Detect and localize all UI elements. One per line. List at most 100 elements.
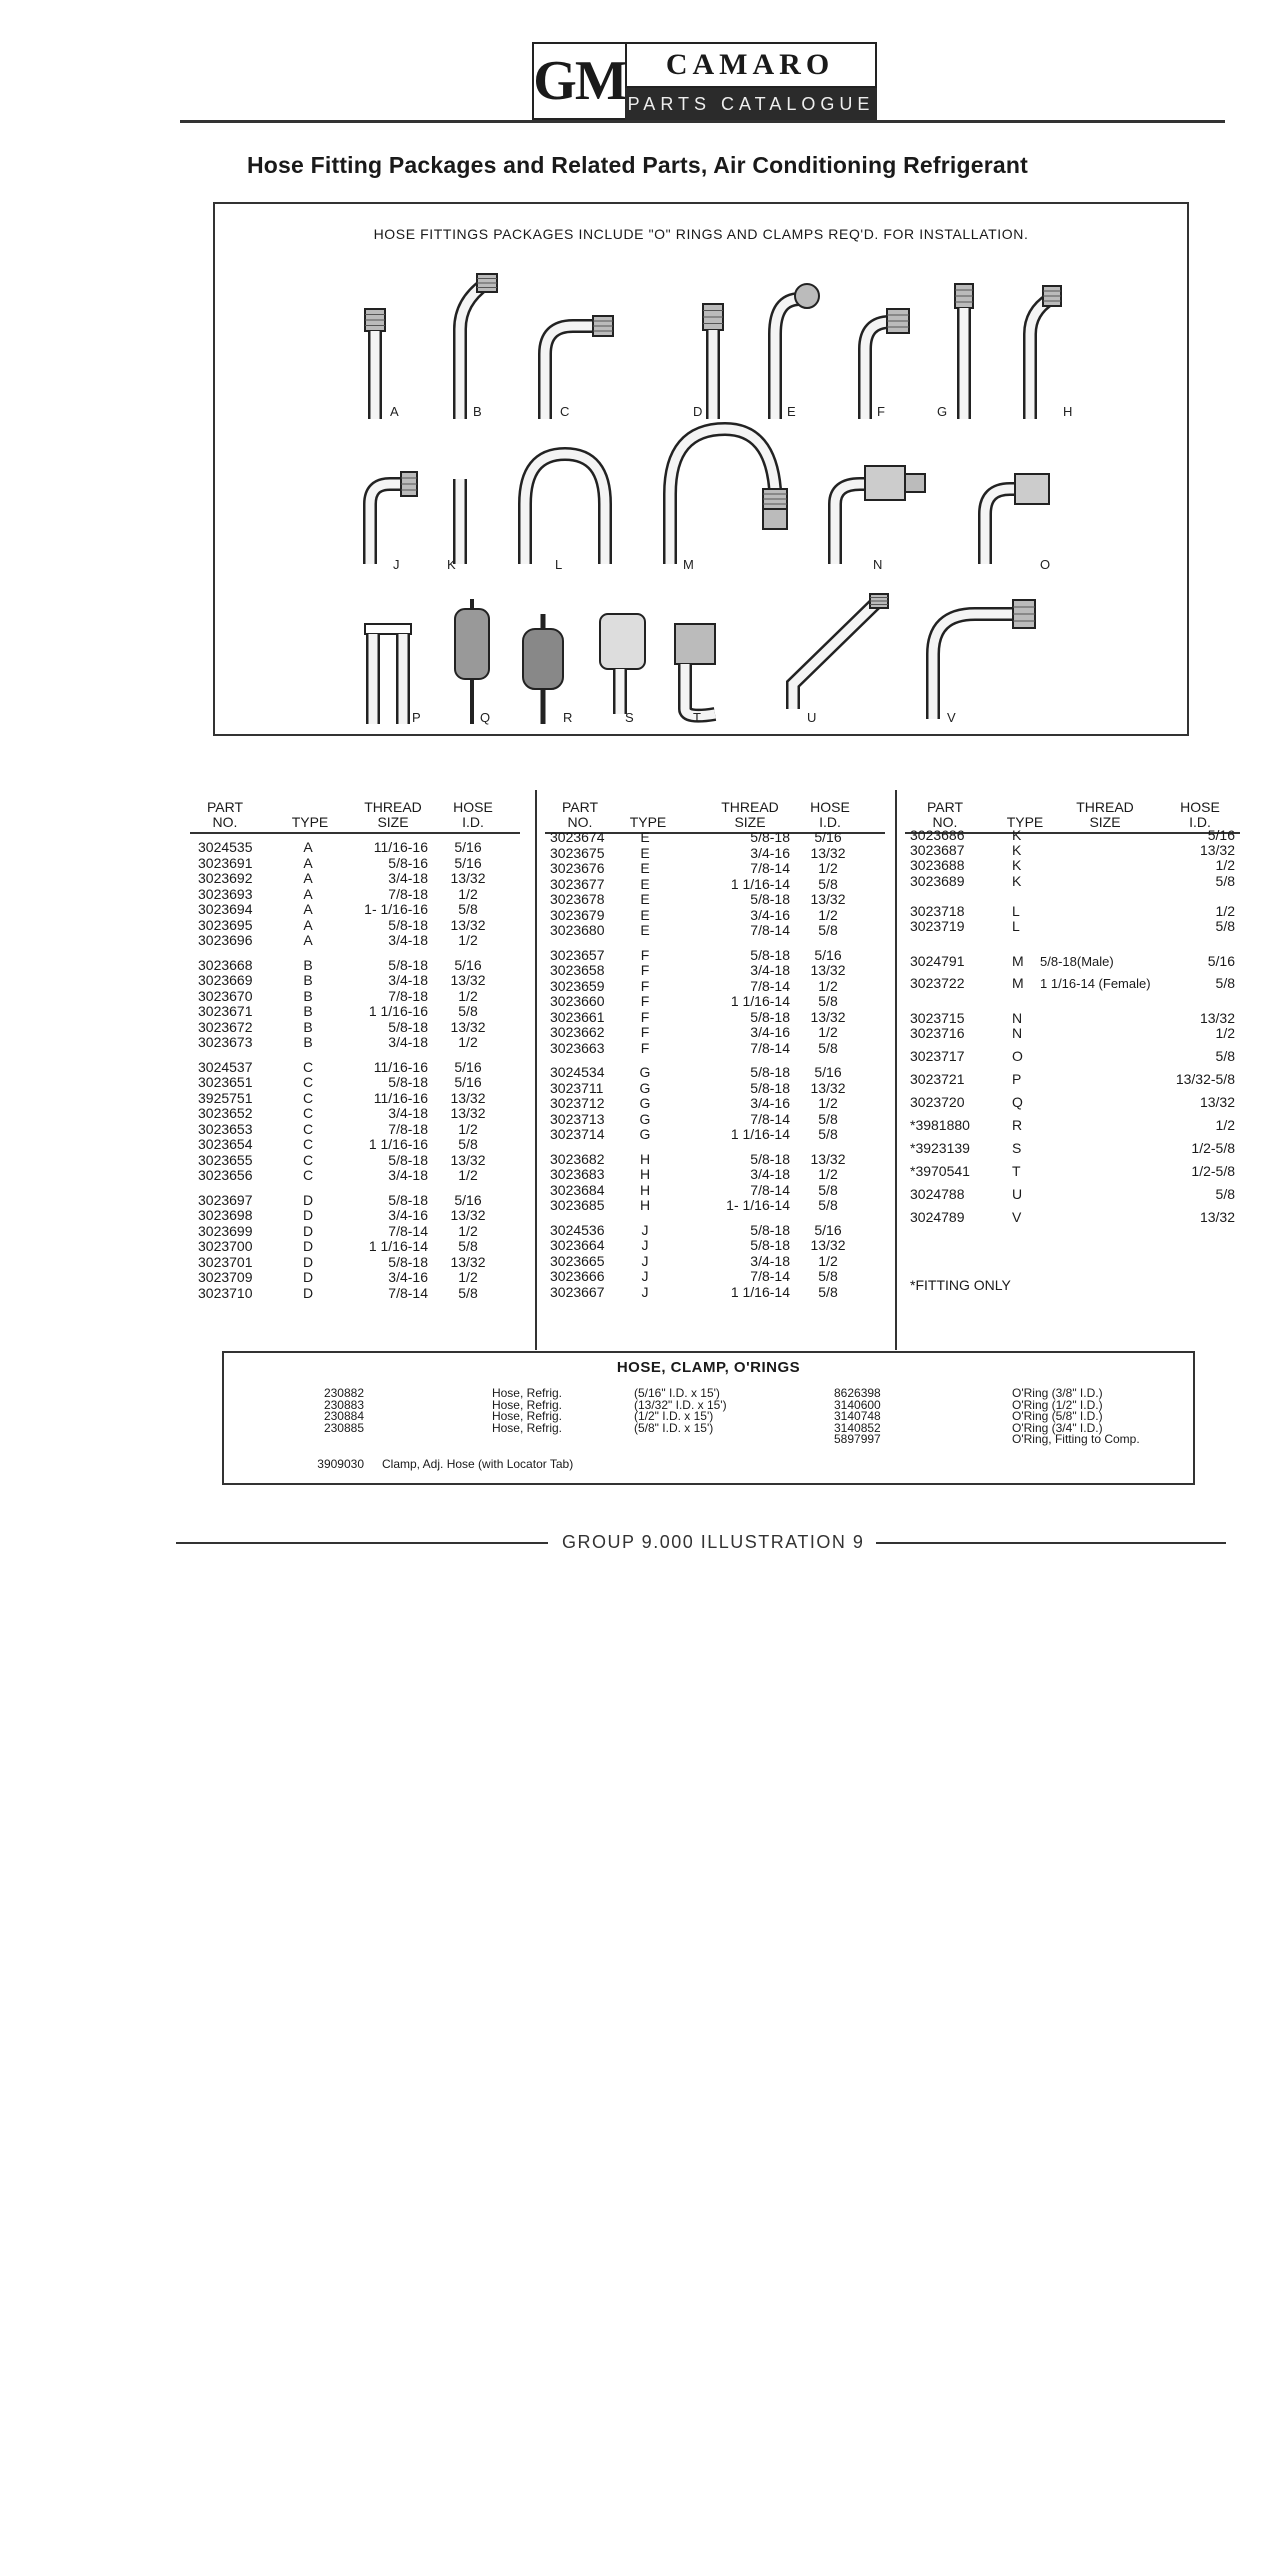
header-rule <box>905 832 1240 834</box>
type: K <box>1012 873 1022 889</box>
type: B <box>303 956 313 973</box>
thread-size: 7/8-14 <box>750 860 790 876</box>
hose-id: 1/2 <box>1215 857 1235 873</box>
part-number: 3023665 <box>550 1252 605 1269</box>
part-number: 3023662 <box>550 1024 605 1040</box>
fitting-label-e: E <box>787 404 796 419</box>
fitting-label-k: K <box>447 557 456 572</box>
fitting-label-u: U <box>807 710 816 725</box>
oring-description: O'Ring (1/2" I.D.) <box>1012 1397 1103 1412</box>
thread-size: 3/4-16 <box>750 1095 790 1111</box>
part-number: 3023680 <box>550 922 605 938</box>
part-number: 3023712 <box>550 1095 605 1111</box>
header-rule <box>190 832 520 834</box>
part-number: 3023698 <box>198 1207 253 1223</box>
fitting-f-tube-highlight <box>860 317 891 419</box>
hose-id: 5/8 <box>1215 1186 1235 1202</box>
part-number: 3023674 <box>550 829 605 845</box>
hose-id: 5/8 <box>818 1283 838 1300</box>
part-number: 3024535 <box>198 839 253 855</box>
part-number: 3023659 <box>550 977 605 994</box>
type: B <box>303 972 313 988</box>
thread-size: 7/8-18 <box>388 1120 428 1137</box>
hose-id: 5/8 <box>818 993 838 1009</box>
thread-size: 5/8-18 <box>750 1237 790 1253</box>
fittings-illustration: HOSE FITTINGS PACKAGES INCLUDE "O" RINGS… <box>213 202 1189 736</box>
hose-id: 1/2 <box>1215 903 1235 919</box>
type: A <box>303 901 313 917</box>
hose-id: 5/8 <box>458 901 478 917</box>
hose-id: 13/32 <box>810 891 846 907</box>
type: C <box>302 1151 314 1168</box>
type: G <box>639 1126 651 1142</box>
clamp-part-number: 3909030 <box>317 1457 364 1471</box>
hose-id: 5/8 <box>818 1126 838 1142</box>
type: G <box>639 1064 651 1080</box>
hose-id: 5/8 <box>818 1181 838 1198</box>
thread-size: 1 1/16-14 (Female) <box>1040 976 1151 991</box>
header-thread-size: THREAD SIZE <box>364 799 422 830</box>
fitting-label-s: S <box>625 710 634 725</box>
thread-size: 3/4-18 <box>388 932 428 948</box>
thread-size: 3/4-18 <box>750 1166 790 1182</box>
column-divider <box>895 790 897 1350</box>
type: D <box>302 1253 314 1270</box>
part-number: 3023697 <box>198 1191 253 1208</box>
type: V <box>1012 1209 1022 1225</box>
fitting-m-tube-highlight <box>665 424 780 564</box>
part-number: 3023694 <box>198 901 253 917</box>
part-number: 3023676 <box>550 860 605 876</box>
hose-id: 13/32 <box>1199 1209 1235 1225</box>
part-number: 3023664 <box>550 1237 605 1253</box>
thread-size: 5/8-18 <box>750 1221 790 1238</box>
type: B <box>303 1034 313 1050</box>
part-number: 3023679 <box>550 906 605 923</box>
oring-part-number: 3140748 <box>834 1409 881 1423</box>
thread-size: 3/4-16 <box>388 1207 428 1223</box>
type: M <box>1012 953 1024 969</box>
clamp-description: Clamp, Adj. Hose (with Locator Tab) <box>382 1457 574 1471</box>
hose-id: 5/8 <box>818 1110 838 1127</box>
thread-size: 1- 1/16-14 <box>726 1197 790 1213</box>
type: S <box>1012 1140 1022 1156</box>
part-number: 3023678 <box>550 891 605 907</box>
header-part-no: PART NO. <box>206 799 244 830</box>
fitting-label-d: D <box>693 404 702 419</box>
thread-size: 3/4-16 <box>750 844 790 861</box>
thread-size: 1- 1/16-16 <box>364 901 428 917</box>
part-number: 3023717 <box>910 1048 965 1064</box>
type: D <box>302 1207 314 1223</box>
fitting-label-o: O <box>1040 557 1050 572</box>
fitting-u-tube-highlight <box>788 600 879 709</box>
part-number: 3023722 <box>910 975 965 991</box>
fitting-label-j: J <box>393 557 400 572</box>
hose-id: 13/32 <box>450 1151 486 1168</box>
part-number: 3023696 <box>198 932 253 948</box>
fitting-label-h: H <box>1063 404 1072 419</box>
type: H <box>639 1197 651 1213</box>
fitting-label-a: A <box>390 404 399 419</box>
type: L <box>1012 918 1020 934</box>
part-number: 3023651 <box>198 1074 253 1090</box>
hose-id: 13/32 <box>450 1089 486 1106</box>
thread-size: 3/4-16 <box>388 1269 428 1285</box>
part-number: 3023668 <box>198 956 253 973</box>
hose-id: 13/32 <box>1199 842 1235 858</box>
type: E <box>640 875 650 892</box>
type: E <box>640 891 650 907</box>
fitting-label-q: Q <box>480 710 490 725</box>
type: F <box>640 962 650 978</box>
part-number: 3023714 <box>550 1126 605 1142</box>
thread-size: 11/16-16 <box>373 1089 428 1106</box>
part-number: 3023695 <box>198 916 253 933</box>
thread-size: 7/8-14 <box>388 1222 428 1239</box>
fitting-label-n: N <box>873 557 882 572</box>
header-thread-size: THREAD SIZE <box>1076 799 1134 830</box>
hose-id: 13/32 <box>810 962 846 978</box>
footer-rule <box>876 1542 1226 1544</box>
hose-id: 1/2 <box>458 987 478 1004</box>
hose-id: 5/8 <box>818 922 838 938</box>
part-number: 3023686 <box>910 827 965 843</box>
fitting-q-drier <box>454 608 490 680</box>
type: E <box>640 906 650 923</box>
